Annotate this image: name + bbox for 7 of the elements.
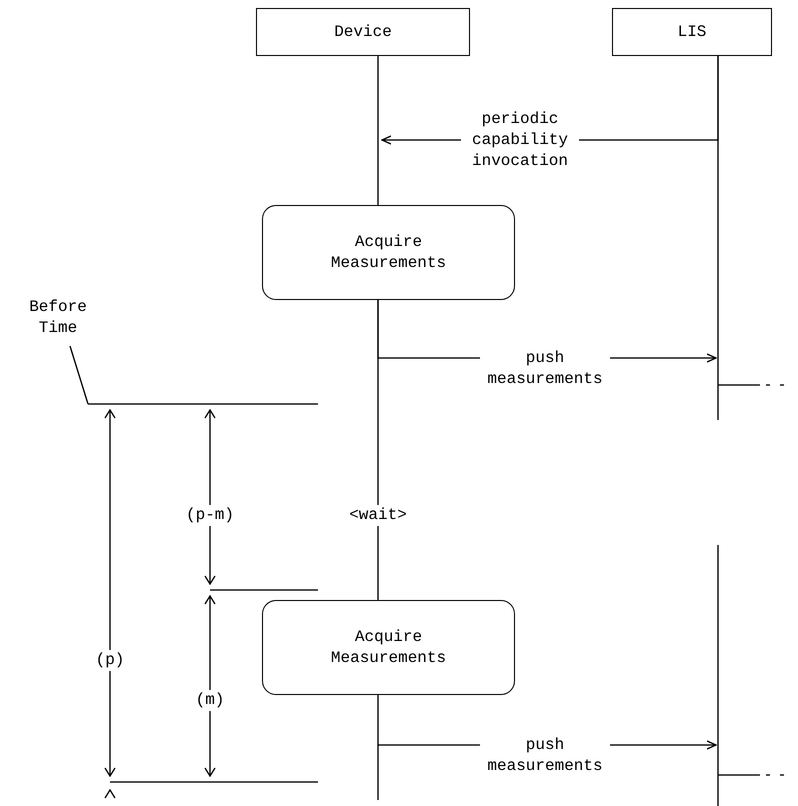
lifeline — [377, 300, 379, 600]
participant-box: Device — [256, 8, 470, 56]
leader-line — [69, 346, 89, 404]
lifeline — [377, 56, 379, 205]
participant-box: LIS — [612, 8, 772, 56]
process-box: Acquire Measurements — [262, 600, 515, 695]
process-box: Acquire Measurements — [262, 205, 515, 300]
